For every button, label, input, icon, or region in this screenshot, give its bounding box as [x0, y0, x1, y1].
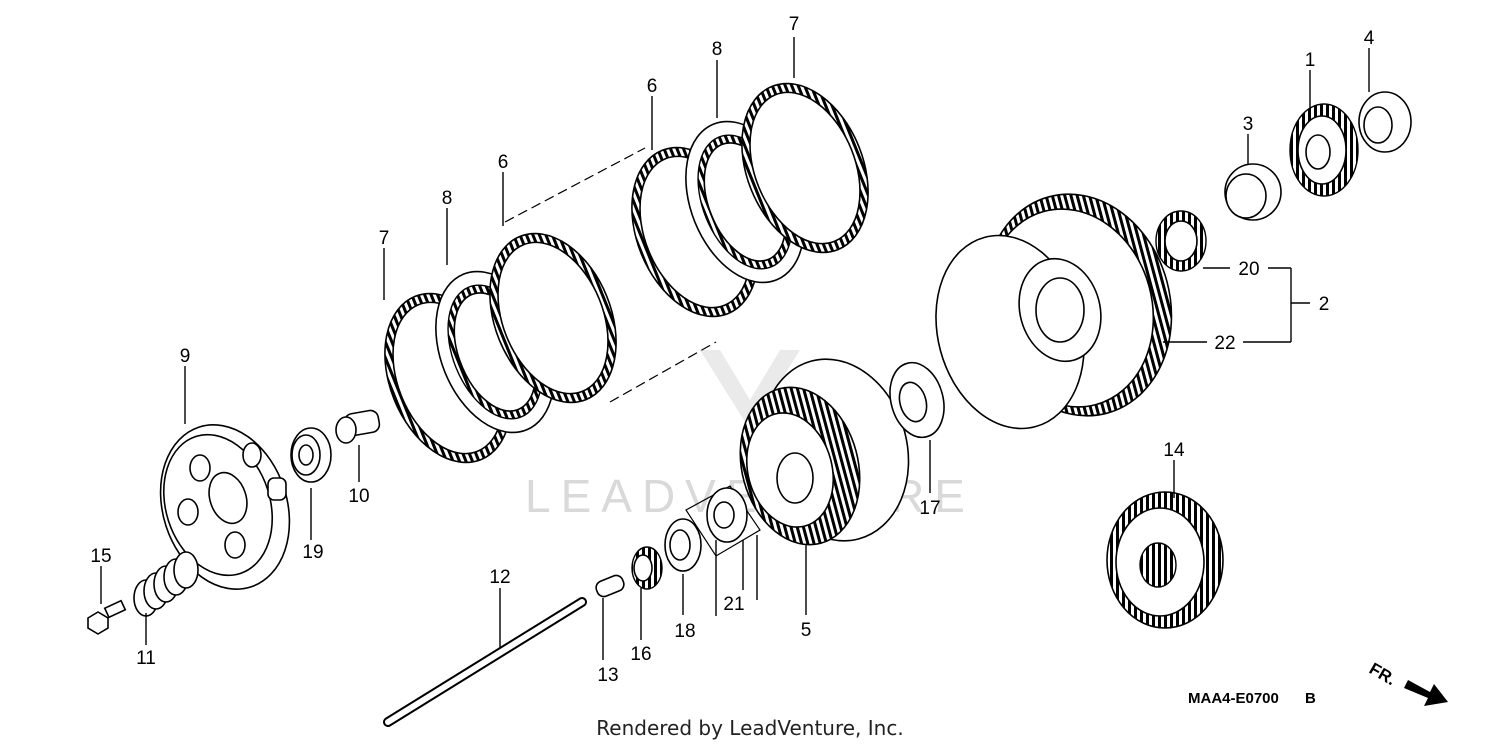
callout-6-left: 6	[498, 152, 509, 173]
callout-4: 4	[1364, 28, 1375, 49]
clutch-washer-part	[889, 361, 945, 439]
pressure-plate-part	[159, 424, 291, 590]
lock-washer-part	[664, 518, 702, 572]
callout-19: 19	[302, 542, 323, 563]
callout-2: 2	[1319, 294, 1330, 315]
callout-12: 12	[489, 567, 510, 588]
primary-drive-gear-part	[1106, 491, 1224, 629]
clutch-plate-stack-right	[631, 82, 869, 318]
guide-lines	[504, 147, 717, 403]
clutch-plate-stack-left	[384, 232, 617, 464]
guide-bushing-part	[1358, 91, 1412, 153]
callout-18: 18	[674, 621, 695, 642]
watermark-logo	[700, 350, 800, 430]
spring-part	[133, 551, 199, 617]
callout-20: 20	[1238, 259, 1259, 280]
bearing-part	[290, 427, 332, 483]
callout-3: 3	[1243, 114, 1254, 135]
collar-part	[1224, 163, 1282, 221]
oil-pump-drive-sprocket-part	[1289, 103, 1359, 197]
callout-7-left: 7	[379, 228, 390, 249]
lock-nut-part	[631, 546, 663, 590]
drawing-code: MAA4-E0700	[1188, 690, 1279, 707]
callout-21: 21	[723, 594, 744, 615]
callout-9: 9	[180, 346, 191, 367]
lifter-rod-part	[383, 597, 587, 727]
callout-8-left: 8	[442, 188, 453, 209]
callout-10: 10	[348, 486, 369, 507]
callout-16: 16	[630, 644, 651, 665]
clutch-outer-part	[935, 193, 1173, 430]
clutch-center-part	[739, 358, 910, 546]
front-direction-label: FR.	[1366, 659, 1399, 689]
callout-5: 5	[801, 620, 812, 641]
callout-17: 17	[919, 498, 940, 519]
front-arrow-icon	[1404, 680, 1448, 706]
render-credit: Rendered by LeadVenture, Inc.	[596, 716, 904, 740]
needle-bearing-part	[1155, 210, 1207, 272]
callout-7-right: 7	[789, 14, 800, 35]
callout-22: 22	[1214, 333, 1235, 354]
callout-15: 15	[90, 546, 111, 567]
callout-1: 1	[1305, 50, 1316, 71]
front-direction-indicator: FR.	[1366, 659, 1448, 706]
leader-lines	[100, 37, 1370, 660]
thrust-washer-part	[685, 485, 761, 557]
lifter-piece-part	[335, 409, 381, 444]
callout-6-right: 6	[647, 76, 658, 97]
callout-8-right: 8	[712, 39, 723, 60]
rod-piece-part	[595, 574, 625, 598]
callout-11: 11	[136, 648, 156, 669]
callout-14: 14	[1163, 440, 1185, 461]
callouts: 7 8 6 6 8 7 9 10 19 15 11 12 13 16 18 21…	[90, 14, 1374, 686]
bolt-part	[87, 599, 127, 635]
callout-13: 13	[597, 665, 618, 686]
drawing-suffix: B	[1305, 690, 1316, 707]
